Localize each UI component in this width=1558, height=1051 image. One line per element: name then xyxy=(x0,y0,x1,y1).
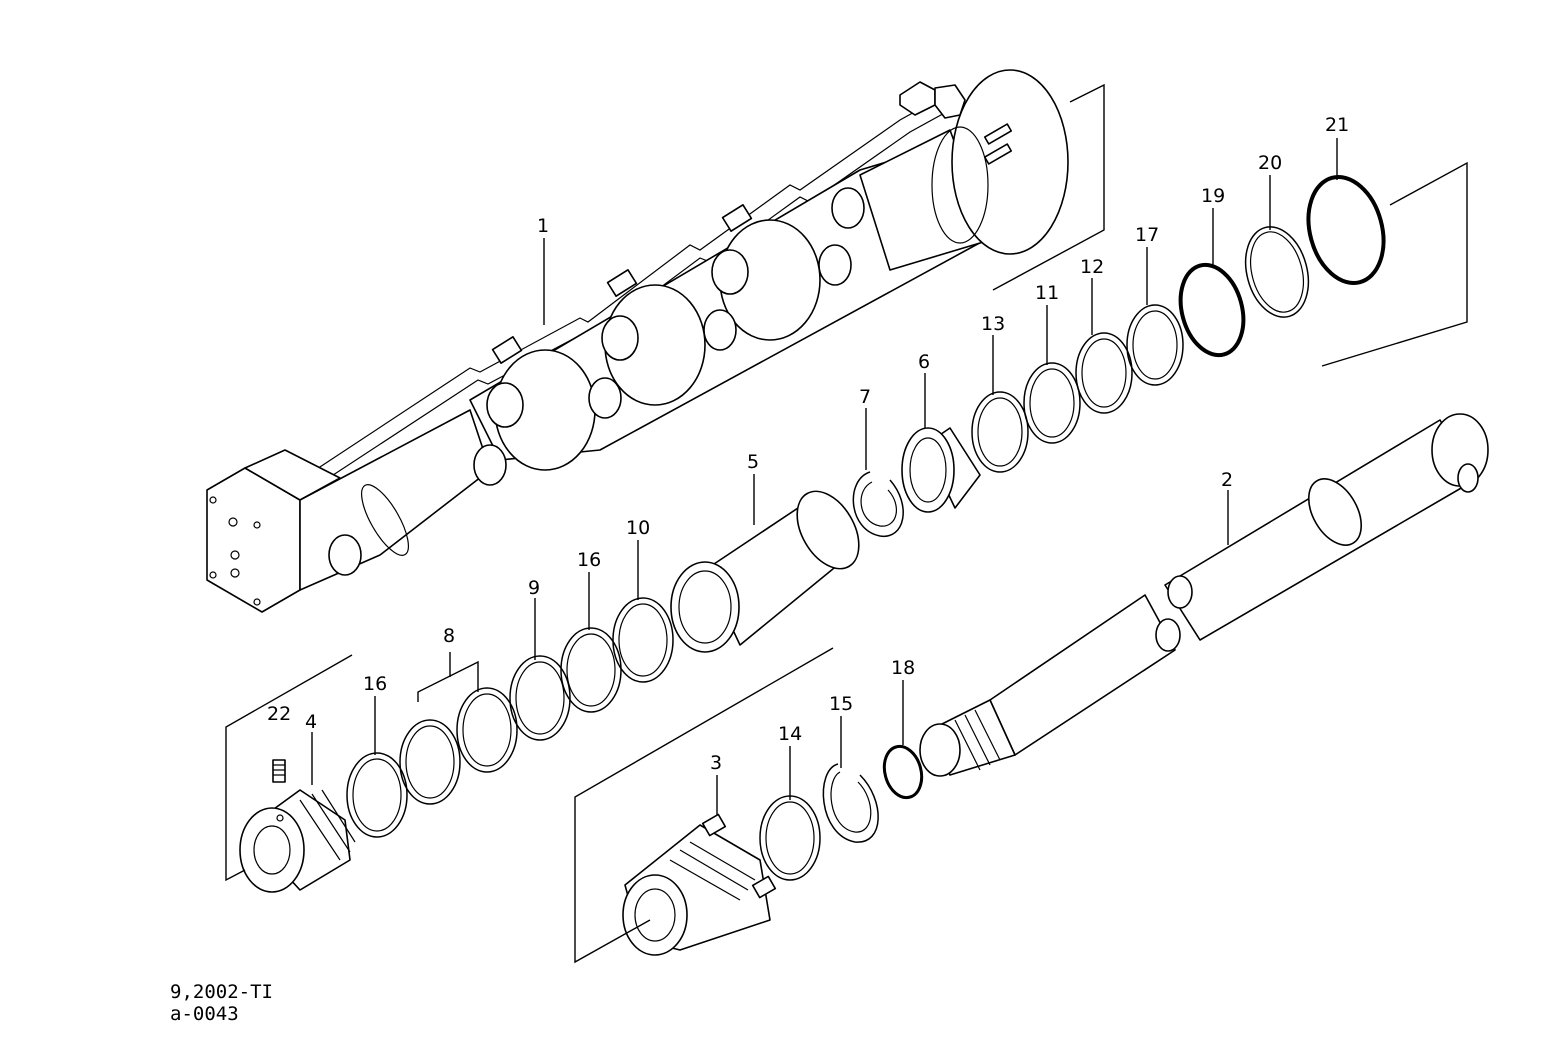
callout-leaders xyxy=(311,138,1338,815)
callout-11: 11 xyxy=(1035,282,1059,304)
seal-14 xyxy=(759,795,821,881)
snap-ring-7 xyxy=(852,471,904,537)
callout-16-left: 16 xyxy=(363,673,387,695)
snap-ring-15 xyxy=(822,763,879,843)
callout-17: 17 xyxy=(1135,224,1159,246)
callout-3: 3 xyxy=(710,752,722,774)
seal-13 xyxy=(971,391,1029,473)
callout-15: 15 xyxy=(829,693,853,715)
o-ring-21 xyxy=(1306,175,1386,285)
axis-frames xyxy=(225,83,1468,964)
piston-rod xyxy=(919,413,1489,777)
cylinder-barrel-assembly xyxy=(206,69,1069,613)
seal-10 xyxy=(612,597,674,683)
callout-21: 21 xyxy=(1325,114,1349,136)
callout-10: 10 xyxy=(626,517,650,539)
snap-ring-7-inner xyxy=(860,481,897,527)
seal-16-mid xyxy=(560,627,622,713)
callout-18: 18 xyxy=(891,657,915,679)
drawing-reference-line1: 9,2002-TI xyxy=(170,981,273,1003)
seal-9 xyxy=(509,655,571,741)
seal-rings xyxy=(346,175,1386,881)
callout-2: 2 xyxy=(1221,469,1233,491)
o-ring-18 xyxy=(882,744,924,800)
callout-4: 4 xyxy=(305,711,317,733)
piston-sleeve xyxy=(670,490,860,653)
callout-5: 5 xyxy=(747,451,759,473)
callout-14: 14 xyxy=(778,723,802,745)
seal-17 xyxy=(1126,304,1184,386)
seal-8a xyxy=(399,719,461,805)
drawing-reference: 9,2002-TI a-0043 xyxy=(170,981,273,1025)
callout-8: 8 xyxy=(443,625,455,647)
callout-6: 6 xyxy=(918,351,930,373)
seal-12 xyxy=(1075,332,1133,414)
o-ring-19 xyxy=(1178,262,1246,358)
callout-1: 1 xyxy=(537,215,549,237)
callout-12: 12 xyxy=(1080,256,1104,278)
seal-16-left xyxy=(346,752,408,838)
callout-labels: 1 2 3 4 5 6 7 8 9 10 11 12 13 14 15 16 1… xyxy=(267,114,1349,774)
bushing xyxy=(901,427,981,513)
seal-20 xyxy=(1244,226,1310,318)
set-screw xyxy=(272,759,286,783)
callout-19: 19 xyxy=(1201,185,1225,207)
callout-20: 20 xyxy=(1258,152,1282,174)
seal-11 xyxy=(1023,362,1081,444)
bushing-nut xyxy=(239,789,356,893)
callout-9: 9 xyxy=(528,577,540,599)
callout-7: 7 xyxy=(859,386,871,408)
callout-13: 13 xyxy=(981,313,1005,335)
cylinder-head-gland xyxy=(622,813,777,956)
callout-22: 22 xyxy=(267,703,291,725)
drawing-reference-line2: a-0043 xyxy=(170,1003,239,1025)
snap-ring-15-inner xyxy=(830,771,872,833)
callout-16-mid: 16 xyxy=(577,549,601,571)
seal-8b xyxy=(456,687,518,773)
